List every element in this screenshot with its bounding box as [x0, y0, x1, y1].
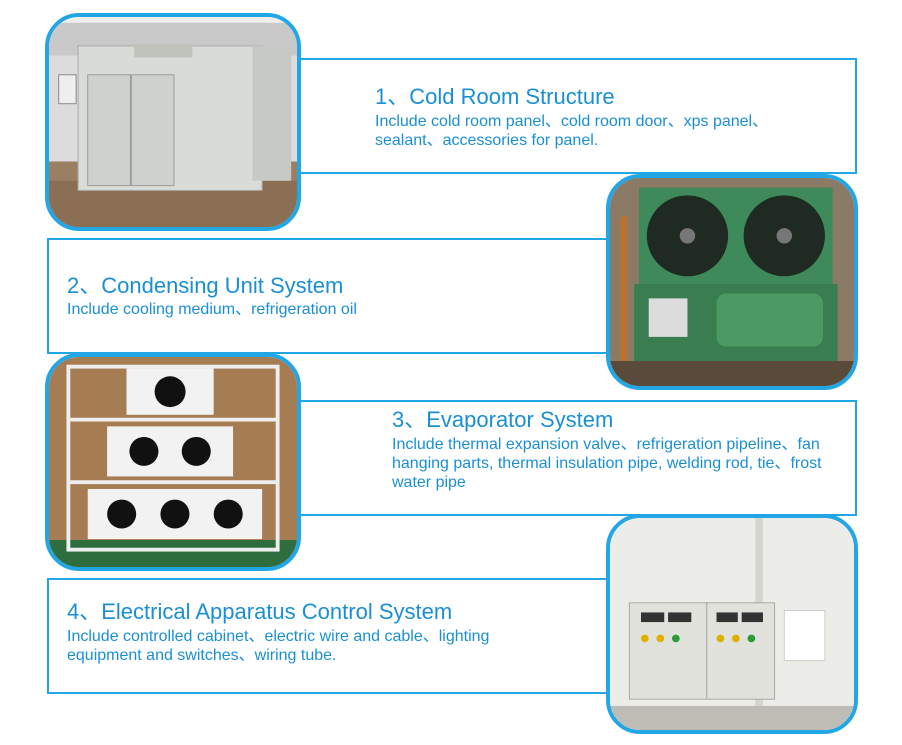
- section-4-description: Include controlled cabinet、electric wire…: [67, 628, 490, 664]
- section-1-title: 1、Cold Room Structure: [375, 84, 615, 109]
- section-4-title: 4、Electrical Apparatus Control System: [67, 599, 453, 624]
- section-2-description: Include cooling medium、refrigeration oil: [67, 301, 357, 318]
- section-1-box: 1、Cold Room Structure Include cold room …: [268, 58, 857, 174]
- condensing-unit-photo: [606, 174, 858, 390]
- evaporator-photo: [45, 353, 301, 571]
- section-2-title: 2、Condensing Unit System: [67, 273, 344, 298]
- cold-room-photo: [45, 13, 301, 231]
- section-4-box: 4、Electrical Apparatus Control System In…: [47, 578, 635, 694]
- section-2-box: 2、Condensing Unit System Include cooling…: [47, 238, 635, 354]
- section-1-description: Include cold room panel、cold room door、x…: [375, 113, 769, 149]
- control-cabinet-photo: [606, 514, 858, 734]
- section-3-description: Include thermal expansion valve、refriger…: [392, 436, 822, 491]
- section-3-title: 3、Evaporator System: [392, 407, 614, 432]
- section-3-box: 3、Evaporator System Include thermal expa…: [270, 400, 857, 516]
